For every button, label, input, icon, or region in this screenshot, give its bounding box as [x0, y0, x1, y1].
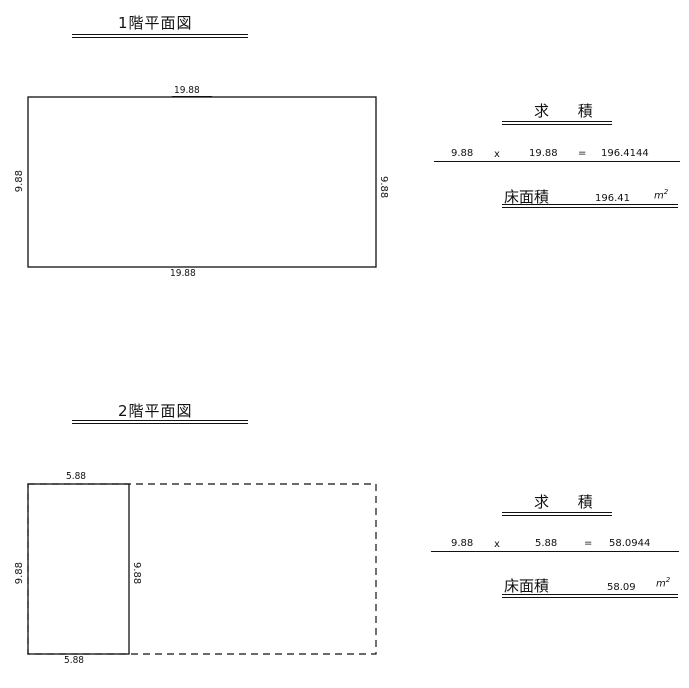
- floor2-outline: [27, 483, 130, 655]
- floor1-dim-right: 9.88: [378, 176, 389, 199]
- floor2-calc-line: [431, 551, 679, 552]
- floor1-calc-line: [434, 161, 680, 162]
- floor2-calc-op: x: [494, 539, 500, 550]
- floor1-dim-top: 19.88: [174, 85, 200, 96]
- floor1-dim-bottom: 19.88: [170, 268, 196, 279]
- floor1-calc-heading-underline: [502, 121, 612, 125]
- floor1-area-unit: m2: [654, 188, 669, 202]
- floor1-calc-b: 19.88: [529, 148, 558, 159]
- floor2-title-underline: [72, 420, 248, 424]
- floor1-area-label: 床面積: [504, 188, 550, 206]
- floor1-area-underline: [502, 204, 678, 208]
- floor2-dim-right: 9.88: [131, 562, 142, 585]
- floor2-calc-eq: =: [584, 538, 593, 549]
- floor1-dim-left: 9.88: [14, 170, 25, 193]
- floor1-calc-a: 9.88: [451, 148, 474, 159]
- floor2-dim-bottom: 5.88: [64, 655, 85, 666]
- floor2-dim-left: 9.88: [14, 562, 25, 585]
- floor2-calc-heading: 求 積: [534, 493, 605, 511]
- floor1-calc-op: x: [494, 149, 500, 160]
- floor1-dim-top-underline: [172, 96, 212, 97]
- floor1-outline: [27, 96, 377, 268]
- floor2-calc-b: 5.88: [535, 538, 558, 549]
- floor2-title: 2階平面図: [118, 402, 193, 420]
- floor1-area-value: 196.41: [595, 193, 630, 204]
- floor1-calc-eq: =: [578, 148, 587, 159]
- floor2-calc-a: 9.88: [451, 538, 474, 549]
- floor1-title: 1階平面図: [118, 14, 193, 32]
- floor2-area-value: 58.09: [607, 582, 636, 593]
- floor2-area-label: 床面積: [504, 577, 550, 595]
- floor2-area-underline: [502, 594, 678, 598]
- floor1-title-underline: [72, 34, 248, 38]
- floor2-dim-top: 5.88: [66, 471, 87, 482]
- floor1-calc-result: 196.4144: [601, 148, 649, 159]
- floor2-outline-dashed: [27, 483, 377, 655]
- floor2-area-unit: m2: [656, 576, 671, 590]
- floor2-calc-heading-underline: [502, 512, 612, 516]
- floor1-calc-heading: 求 積: [534, 102, 605, 120]
- floor2-calc-result: 58.0944: [609, 538, 651, 549]
